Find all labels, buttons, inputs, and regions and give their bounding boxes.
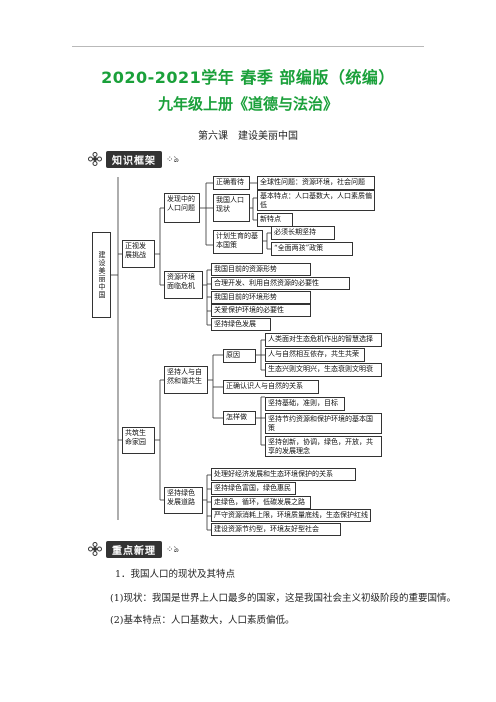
node-resource-crisis: 资源环境面临危机 <box>164 271 203 299</box>
leaf-icon: ⁘ঌ <box>166 154 179 165</box>
node-wise-choice: 人类面对生态危机作出的智慧选择 <box>265 333 382 347</box>
node-green-prosperity: 坚持绿色富国，绿色惠民 <box>211 482 296 495</box>
section-label-key-points: 重点新理 <box>106 540 162 558</box>
point-basic-features: (2)基本特点：人口基数大，人口素质偏低。 <box>110 615 295 626</box>
node-low-carbon: 走绿色，循环，低碳发展之路 <box>211 496 311 509</box>
node-rational-use: 合理开发、利用自然资源的必要性 <box>211 277 350 290</box>
node-long-term: 必须长期坚持 <box>271 226 335 240</box>
node-resource-saving-society: 建设资源节约型，环境友好型社会 <box>211 523 341 536</box>
lesson-title: 第六课 建设美丽中国 <box>198 131 298 142</box>
page-subtitle: 九年级上册《道德与法治》 <box>157 95 338 113</box>
section-header-key-points: 重点新理 ⁘ঌ <box>88 540 179 558</box>
node-harmony-nature: 坚持人与自然和谐共生 <box>164 366 208 394</box>
diagram-root: 建设美丽中国 <box>92 232 111 318</box>
node-face-challenges: 正视发展挑战 <box>122 240 155 268</box>
node-population-status: 我国人口现状 <box>213 194 250 222</box>
node-development-concept: 坚持创新，协调，绿色，开放，共享的发展理念 <box>265 436 382 457</box>
node-basic-national-policy: 坚持节约资源和保护环境的基本国策 <box>265 413 382 434</box>
flower-icon <box>88 152 102 166</box>
node-ecology-civilization: 生态兴则文明兴，生态衰则文明衰 <box>265 363 382 377</box>
node-new-features: 新特点 <box>257 213 293 227</box>
node-global-problem: 全球性问题：资源环境，社会问题 <box>257 176 375 190</box>
node-how-to-do: 怎样做 <box>223 411 256 425</box>
node-family-planning: 计划生育的基本国策 <box>213 230 263 254</box>
page-title: 2020-2021学年 春季 部编版（统编） <box>101 68 395 87</box>
node-correct-understanding: 正确认识人与自然的关系 <box>223 380 319 394</box>
node-red-lines: 严守资源消耗上限，环境质量底线，生态保护红线 <box>211 509 371 522</box>
node-care-environment: 关爱保护环境的必要性 <box>211 304 311 317</box>
node-green-development-a: 坚持绿色发展 <box>211 318 271 331</box>
section-label-framework: 知识框架 <box>106 150 162 168</box>
point-status: (1)现状：我国是世界上人口最多的国家，这是我国社会主义初级阶段的重要国情。 <box>110 593 456 604</box>
node-green-road: 坚持绿色发展道路 <box>164 487 203 514</box>
node-build-home: 共筑生命家园 <box>122 427 155 454</box>
node-interdependence: 人与自然相互依存，共生共荣 <box>265 348 365 362</box>
node-reasons: 原因 <box>223 349 256 363</box>
node-basis-principle: 坚持基础，准则，目标 <box>265 397 345 411</box>
node-view-correctly: 正确看待 <box>213 176 250 190</box>
point-heading: 1．我国人口的现状及其特点 <box>115 569 236 580</box>
section-header-framework: 知识框架 ⁘ঌ <box>88 150 179 168</box>
flower-icon <box>88 542 102 556</box>
node-economy-ecology: 处理好经济发展和生态环境保护的关系 <box>211 468 356 481</box>
node-basic-features: 基本特点：人口基数大，人口素质偏低 <box>257 190 375 211</box>
node-population-problem: 发现中的人口问题 <box>164 193 200 223</box>
node-resource-situation: 我国目前的资源形势 <box>211 263 311 276</box>
node-two-child-policy: “全面两孩”政策 <box>271 242 353 256</box>
header-rule <box>72 46 424 47</box>
node-environment-situation: 我国目前的环境形势 <box>211 291 311 304</box>
leaf-icon: ⁘ঌ <box>166 544 179 555</box>
